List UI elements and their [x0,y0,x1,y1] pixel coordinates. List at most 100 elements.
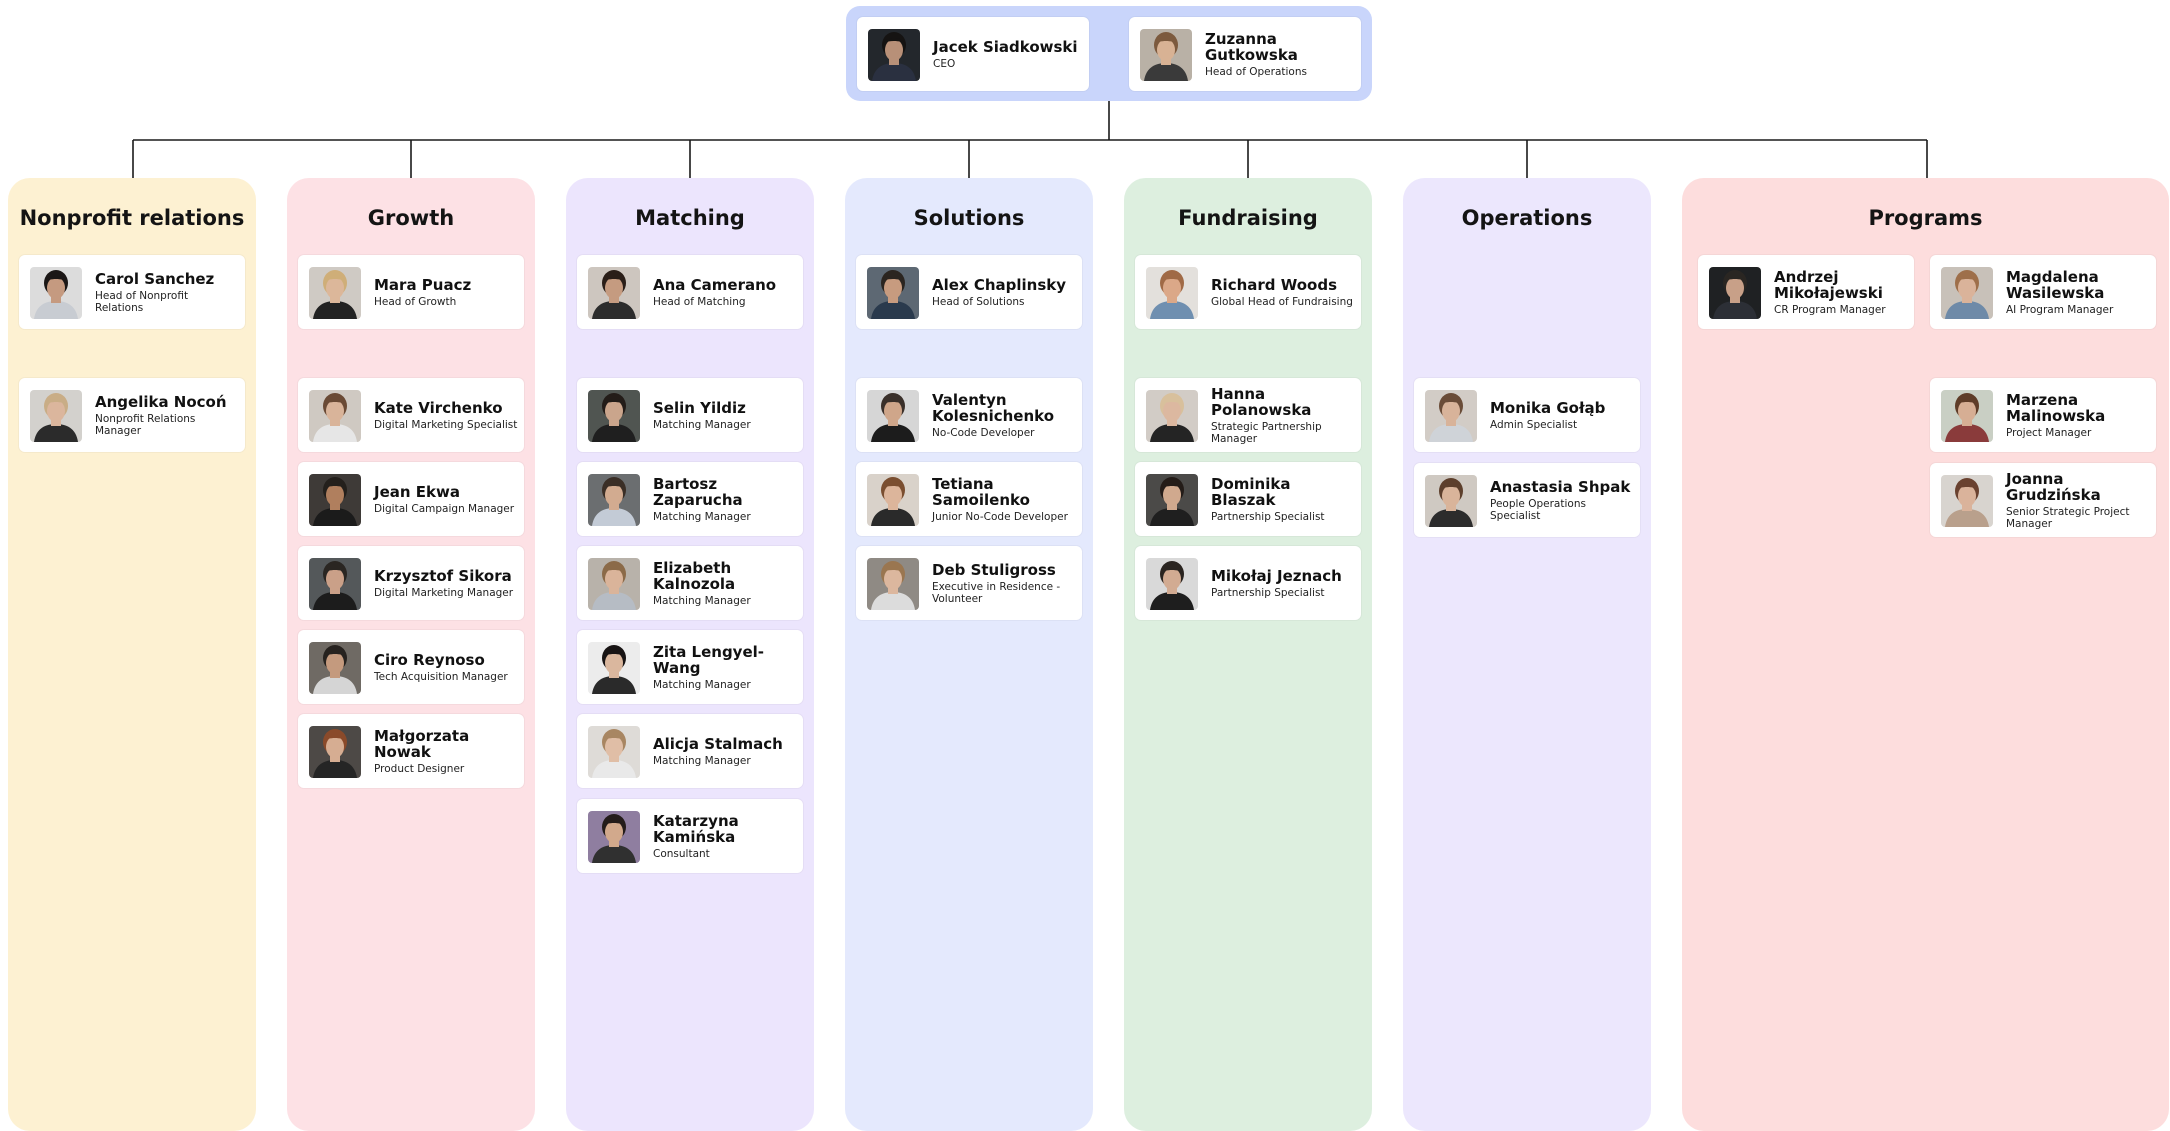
person-role: AI Program Manager [2006,303,2114,316]
person-role: Executive in Residence - Volunteer [932,580,1061,605]
department-operations: Operations [1403,178,1651,1131]
person-photo-icon [588,811,640,863]
avatar [1146,474,1198,526]
person-name: Valentyn Kolesnichenko [932,390,1055,425]
person-name: Ciro Reynoso [374,650,485,669]
person-role: Matching Manager [653,510,751,523]
avatar [309,474,361,526]
person-photo-icon [30,267,82,319]
person-name: Richard Woods [1211,275,1338,294]
avatar [1146,390,1198,442]
person-name: Katarzyna Kamińska [653,811,739,846]
person-photo-icon [30,390,82,442]
person-photo-icon [1146,267,1198,319]
person-role: Partnership Specialist [1211,586,1325,599]
person-role: Admin Specialist [1490,418,1578,431]
person-name: Elizabeth Kalnozola [653,558,736,593]
person-name: Jean Ekwa [374,482,460,501]
department-title: Matching [635,206,745,230]
person-name: Jacek Siadkowski [933,37,1078,56]
person-name: Alicja Stalmach [653,734,783,753]
person-photo-icon [309,474,361,526]
person-role: Global Head of Fundraising [1211,295,1353,308]
person-name: Ana Camerano [653,275,777,294]
person-photo-icon [588,642,640,694]
department-title: Fundraising [1178,206,1318,230]
department-fundraising: Fundraising [1124,178,1372,1131]
person-name: Krzysztof Sikora [374,566,512,585]
person-photo-icon [588,474,640,526]
department-title: Solutions [913,206,1025,230]
person-role: People Operations Specialist [1490,497,1586,522]
avatar [1425,390,1477,442]
person-role: Matching Manager [653,754,751,767]
person-photo-icon [1941,390,1993,442]
person-name: Kate Virchenko [374,398,503,417]
avatar [309,726,361,778]
person-role: Strategic Partnership Manager [1211,420,1322,445]
person-name: Małgorzata Nowak [374,726,470,761]
avatar [309,390,361,442]
department-solutions: Solutions [845,178,1093,1131]
avatar [588,726,640,778]
person-name: Mara Puacz [374,275,472,294]
avatar [867,390,919,442]
person-photo-icon [868,29,920,81]
person-role: Tech Acquisition Manager [374,670,508,683]
person-name: Selin Yildiz [653,398,746,417]
avatar [867,267,919,319]
person-role: Consultant [653,847,710,860]
person-photo-icon [1146,558,1198,610]
avatar [30,267,82,319]
person-photo-icon [309,642,361,694]
avatar [1140,29,1192,81]
avatar [867,474,919,526]
person-role: Partnership Specialist [1211,510,1325,523]
avatar [588,811,640,863]
